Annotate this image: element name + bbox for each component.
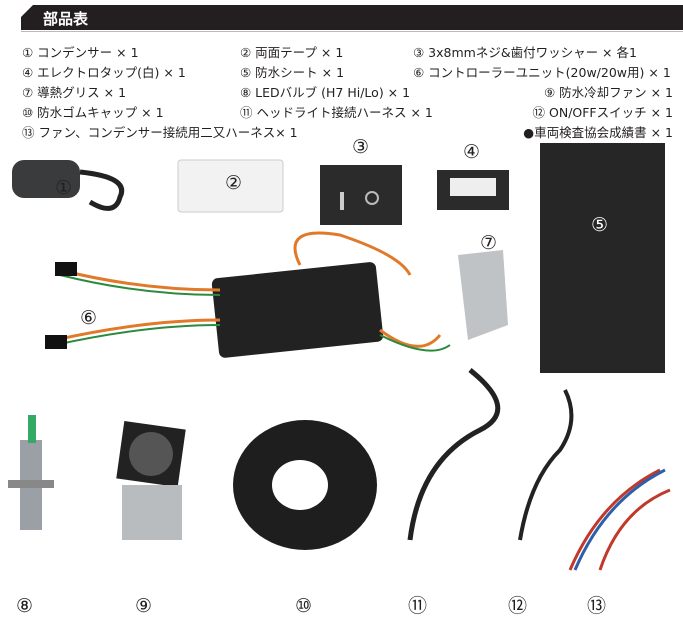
photo-label: ② — [225, 172, 243, 194]
list-item: ⑫ ON/OFFスイッチ × 1 — [532, 105, 673, 120]
switch-image — [518, 389, 574, 541]
photo-label: ⑪ — [408, 595, 428, 617]
list-item: ⑩ 防水ゴムキャップ × 1 — [22, 105, 164, 120]
list-item: ③ 3x8mmネジ&歯付ワッシャー × 各1 — [413, 45, 637, 60]
photo-label: ⑨ — [135, 595, 153, 617]
capacitor-image — [12, 160, 124, 211]
list-item: ② 両面テープ × 1 — [240, 45, 344, 60]
cooling-fan-image — [116, 420, 186, 540]
section-header: 部品表 — [21, 5, 683, 30]
list-item: ●車両検査協会成績書 × 1 — [523, 125, 673, 140]
rubber-cap-image — [233, 420, 377, 550]
led-bulb-image — [8, 415, 54, 530]
list-item: ① コンデンサー × 1 — [22, 45, 139, 60]
section-title: 部品表 — [43, 10, 89, 28]
list-item: ④ エレクトロタップ(白) × 1 — [22, 65, 186, 80]
list-item: ⑧ LEDバルブ (H7 Hi/Lo) × 1 — [240, 85, 411, 100]
photo-label: ⑤ — [591, 214, 609, 236]
photo-label: ⑦ — [480, 232, 498, 254]
list-item: ⑨ 防水冷却ファン × 1 — [543, 85, 673, 100]
list-item: ⑥ コントローラーユニット(20w/20w用) × 1 — [413, 65, 671, 80]
photo-label: ④ — [463, 141, 481, 163]
photo-label: ⑥ — [80, 307, 98, 329]
list-item: ⑪ ヘッドライト接続ハーネス × 1 — [240, 105, 433, 120]
photo-label: ⑫ — [508, 595, 528, 617]
list-item: ⑤ 防水シート × 1 — [240, 65, 345, 80]
headlight-harness-image — [407, 368, 501, 541]
photo-label: ⑬ — [587, 595, 607, 617]
photo-label: ⑧ — [16, 595, 34, 617]
list-item: ⑬ ファン、コンデンサー接続用二又ハーネス× 1 — [22, 125, 298, 140]
photo-label: ③ — [352, 136, 370, 158]
double-sided-tape-image — [177, 159, 284, 213]
electro-tap-image — [437, 170, 509, 210]
grease-image — [458, 250, 508, 340]
controller-unit-image — [45, 231, 451, 358]
list-item: ⑦ 導熱グリス × 1 — [22, 85, 127, 100]
photo-label: ① — [55, 177, 73, 199]
parts-photo — [8, 143, 671, 571]
photo-label: ⑩ — [295, 595, 313, 617]
y-harness-image — [568, 468, 671, 571]
divider — [21, 31, 683, 32]
waterproof-sheet-image — [540, 143, 665, 373]
screw-image — [320, 165, 402, 225]
